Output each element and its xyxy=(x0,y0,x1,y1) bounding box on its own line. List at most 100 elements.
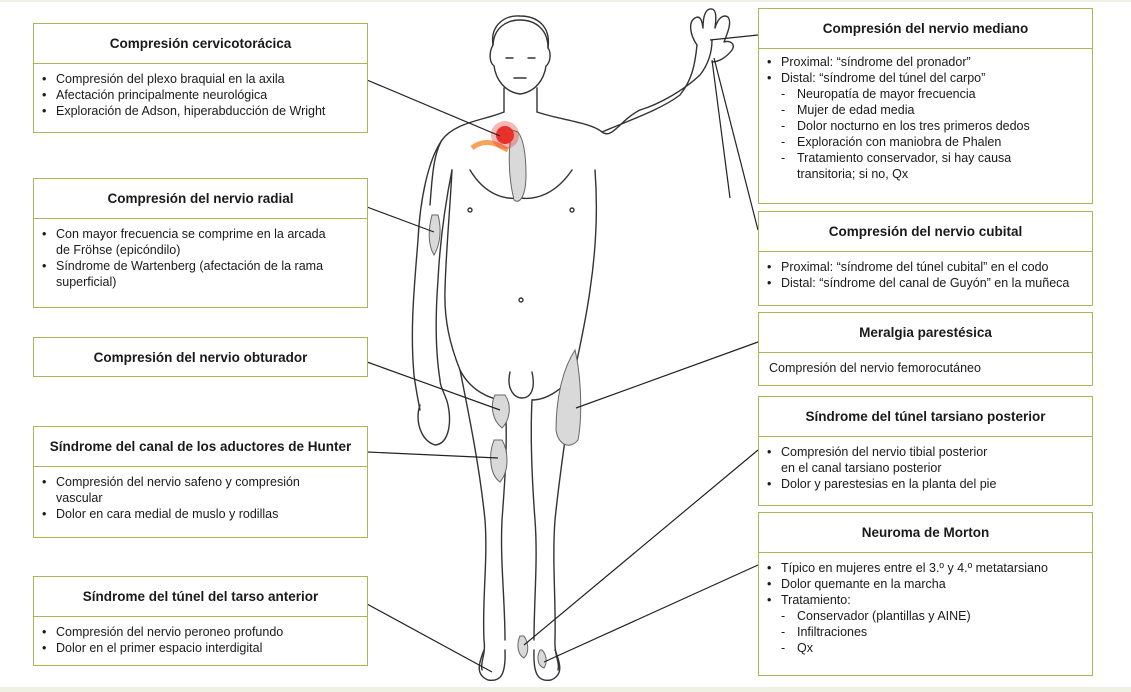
box-title: Neuroma de Morton xyxy=(759,513,1092,553)
item-list: Compresión del nervio tibial posterior e… xyxy=(767,444,1086,492)
list-item-continuation: transitoria; si no, Qx xyxy=(767,166,1086,182)
box-title: Síndrome del túnel tarsiano posterior xyxy=(759,397,1092,437)
hunter-zone xyxy=(490,439,508,483)
right-hand xyxy=(417,379,451,446)
list-item: Dolor en el primer espacio interdigital xyxy=(42,640,361,656)
item-list: Proximal: “síndrome del pronador” Distal… xyxy=(767,54,1086,182)
leader-tarsiano xyxy=(523,449,759,646)
list-item: Qx xyxy=(767,640,1086,656)
nipple-left xyxy=(569,207,575,213)
list-item: Proximal: “síndrome del túnel cubital” e… xyxy=(767,259,1086,275)
list-item: Exploración de Adson, hiperabducción de … xyxy=(42,103,361,119)
list-item: Típico en mujeres entre el 3.º y 4.º met… xyxy=(767,560,1086,576)
morton-zone xyxy=(537,649,547,669)
box-radial: Compresión del nervio radial Con mayor f… xyxy=(33,178,368,308)
neck xyxy=(503,87,538,113)
box-meralgia: Meralgia parestésica Compresión del nerv… xyxy=(758,312,1093,386)
tarsal-zone xyxy=(517,635,529,659)
box-title: Meralgia parestésica xyxy=(759,313,1092,353)
box-title: Compresión del nervio radial xyxy=(34,179,367,219)
list-item: Tratamiento: xyxy=(767,592,1086,608)
box-tarso-anterior: Síndrome del túnel del tarso anterior Co… xyxy=(33,576,368,666)
leader-meralgia xyxy=(575,341,759,409)
list-item: Distal: “síndrome del canal de Guyón” en… xyxy=(767,275,1086,291)
leader-morton xyxy=(543,564,759,663)
list-item: Compresión del plexo braquial en la axil… xyxy=(42,71,361,87)
left-foot xyxy=(533,649,561,682)
leader-obturador xyxy=(366,361,501,411)
list-item: de Fröhse (epicóndilo) xyxy=(56,243,181,257)
right-foot xyxy=(478,649,506,682)
list-item: Dolor quemante en la marcha xyxy=(767,576,1086,592)
box-obturador: Compresión del nervio obturador xyxy=(33,337,368,377)
leader-cubital xyxy=(713,57,759,231)
box-morton: Neuroma de Morton Típico en mujeres entr… xyxy=(758,512,1093,676)
list-item: en el canal tarsiano posterior xyxy=(781,461,942,475)
box-cubital: Compresión del nervio cubital Proximal: … xyxy=(758,211,1093,306)
box-tarsiano-posterior: Síndrome del túnel tarsiano posterior Co… xyxy=(758,396,1093,506)
box-title: Compresión cervicotorácica xyxy=(34,24,367,64)
leader-tarso-anterior xyxy=(366,603,493,673)
list-item: superficial) xyxy=(56,275,117,289)
leader-hunter xyxy=(366,451,499,459)
thoracic-outlet-zone xyxy=(508,129,527,202)
genitals xyxy=(508,371,534,399)
box-title: Compresión del nervio mediano xyxy=(759,9,1092,49)
item-list: Típico en mujeres entre el 3.º y 4.º met… xyxy=(767,560,1086,656)
leader-mediano-2 xyxy=(711,59,731,199)
box-title: Síndrome del túnel del tarso anterior xyxy=(34,577,367,617)
hair xyxy=(492,19,549,49)
list-item: vascular xyxy=(56,491,103,505)
box-title: Compresión del nervio obturador xyxy=(93,350,308,365)
left-arm xyxy=(601,39,713,133)
continuation-text: transitoria; si no, Qx xyxy=(797,167,909,181)
left-hand xyxy=(690,8,734,63)
pelvis xyxy=(459,369,576,401)
list-item: Dolor nocturno en los tres primeros dedo… xyxy=(767,118,1086,134)
box-title: Síndrome del canal de los aductores de H… xyxy=(34,427,367,467)
list-item: Con mayor frecuencia se comprime en la a… xyxy=(42,226,361,242)
item-list: Proximal: “síndrome del túnel cubital” e… xyxy=(767,259,1086,291)
list-item: Distal: “síndrome del túnel del carpo” xyxy=(767,70,1086,86)
list-item: Compresión del nervio tibial posterior xyxy=(767,444,1086,460)
list-item: Afectación principalmente neurológica xyxy=(42,87,361,103)
top-band xyxy=(0,0,1131,2)
box-hunter: Síndrome del canal de los aductores de H… xyxy=(33,426,368,538)
box-mediano: Compresión del nervio mediano Proximal: … xyxy=(758,8,1093,204)
head-outline xyxy=(489,15,551,95)
torso-outline xyxy=(429,109,641,206)
leader-radial xyxy=(366,206,435,233)
list-item: Exploración con maniobra de Phalen xyxy=(767,134,1086,150)
list-item: Dolor en cara medial de muslo y rodillas xyxy=(42,506,361,522)
brachial-plexus xyxy=(470,121,519,153)
bottom-band xyxy=(0,687,1131,692)
torso-right-side xyxy=(444,169,461,371)
list-item: Mujer de edad media xyxy=(767,102,1086,118)
item-list: Compresión del nervio safeno y compresió… xyxy=(42,474,361,522)
list-item: Tratamiento conservador, si hay causa xyxy=(767,150,1086,166)
list-item: Infiltraciones xyxy=(767,624,1086,640)
box-cervicotoracica: Compresión cervicotorácica Compresión de… xyxy=(33,23,368,133)
list-item: Neuropatía de mayor frecuencia xyxy=(767,86,1086,102)
description-text: Compresión del nervio femorocutáneo xyxy=(769,361,981,375)
nipple-right xyxy=(467,207,473,213)
radial-zone xyxy=(428,214,441,256)
list-item: Proximal: “síndrome del pronador” xyxy=(767,54,1086,70)
navel xyxy=(518,297,524,303)
leader-mediano xyxy=(709,34,759,41)
item-list: Con mayor frecuencia se comprime en la a… xyxy=(42,226,361,290)
list-item: Conservador (plantillas y AINE) xyxy=(767,608,1086,624)
leader-cervicotoracica xyxy=(366,79,501,137)
obturator-zone xyxy=(491,394,510,429)
right-arm xyxy=(411,139,453,411)
list-item: Compresión del nervio safeno y compresió… xyxy=(42,474,361,490)
item-list: Compresión del nervio peroneo profundo D… xyxy=(42,624,361,656)
right-leg xyxy=(459,369,507,671)
box-title: Compresión del nervio cubital xyxy=(759,212,1092,252)
item-list: Compresión del plexo braquial en la axil… xyxy=(42,71,361,119)
meralgia-zone xyxy=(555,348,582,446)
torso-left-side xyxy=(574,169,598,371)
list-item: Dolor y parestesias en la planta del pie xyxy=(767,476,1086,492)
